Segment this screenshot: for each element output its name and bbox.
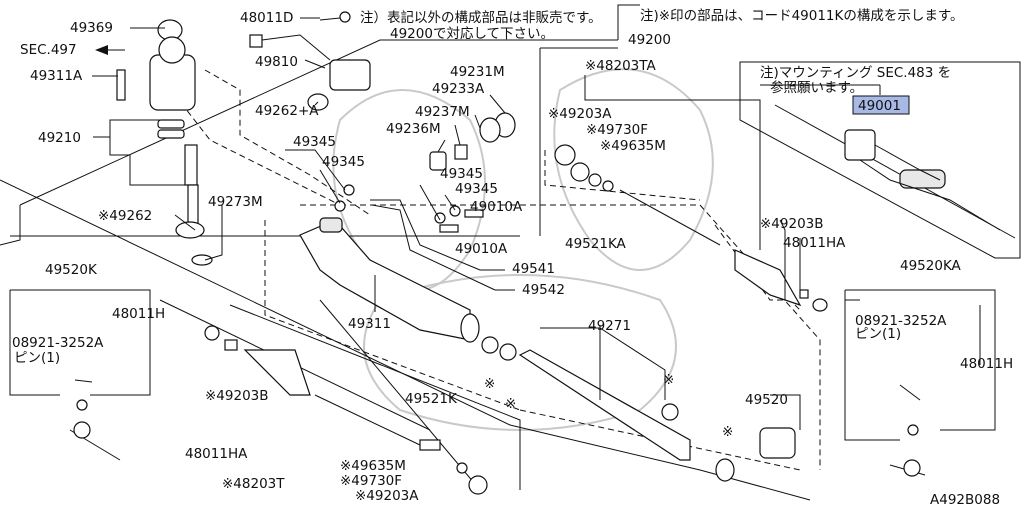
outline-lines xyxy=(0,4,1021,501)
label-49311: 49311 xyxy=(348,316,391,332)
label-49233a: 49233A xyxy=(432,81,485,97)
label-49231m: 49231M xyxy=(450,64,505,80)
label-49541: 49541 xyxy=(512,261,555,277)
label-49542: 49542 xyxy=(522,282,565,298)
note-top-right: 注)※印の部品は、コード49011Kの構成を示します。 xyxy=(640,8,964,24)
label-49345-b: 49345 xyxy=(322,154,365,170)
label-48011ha-a: 48011HA xyxy=(783,235,846,251)
label-49273m: 49273M xyxy=(208,194,263,210)
label-49521ka: 49521KA xyxy=(565,236,627,252)
label-48011ha-b: 48011HA xyxy=(185,446,248,462)
note-top-center-line1: 注）表記以外の構成部品は非販売です。 xyxy=(360,9,602,26)
note-mounting-line2: 参照願います。 xyxy=(770,79,863,96)
star-mark-4: ※ xyxy=(722,424,733,440)
highlight-49001 xyxy=(852,95,910,115)
watermark xyxy=(332,68,714,431)
label-49203b-a: ※49203B xyxy=(760,216,824,232)
label-48011d: 48011D xyxy=(240,10,293,26)
label-49730f-a: ※49730F xyxy=(586,122,648,138)
label-49810: 49810 xyxy=(255,54,298,70)
label-49203b-b: ※49203B xyxy=(205,388,269,404)
label-49237m: 49237M xyxy=(415,104,470,120)
label-49010a-b: 49010A xyxy=(455,241,508,257)
label-49520k: 49520K xyxy=(45,262,98,278)
label-49271: 49271 xyxy=(588,318,631,334)
label-49345-c: 49345 xyxy=(440,166,483,182)
star-mark-3: ※ xyxy=(663,372,674,388)
figure-code: A492B088 xyxy=(930,492,1000,508)
star-mark-1: ※ xyxy=(484,376,495,392)
label-08921-b: 08921-3252A xyxy=(12,335,104,351)
label-49369: 49369 xyxy=(70,20,113,36)
label-49311a: 49311A xyxy=(30,68,83,84)
note-mounting-line1: 注)マウンティング SEC.483 を xyxy=(760,65,951,81)
label-pin-b: ピン(1) xyxy=(14,350,60,366)
label-49200: 49200 xyxy=(628,32,671,48)
part-shapes xyxy=(69,11,1016,495)
label-49345-a: 49345 xyxy=(293,134,336,150)
label-49001: 49001 xyxy=(858,98,901,114)
label-48011h-a: 48011H xyxy=(960,356,1013,372)
label-49236m: 49236M xyxy=(386,121,441,137)
label-48203t: ※48203T xyxy=(222,476,285,492)
label-49203a-b: ※49203A xyxy=(355,488,419,504)
label-49345-d: 49345 xyxy=(455,181,498,197)
label-49262a: 49262+A xyxy=(255,103,319,119)
label-pin-a: ピン(1) xyxy=(855,326,901,342)
label-49262: ※49262 xyxy=(98,208,152,224)
note-top-center-line2: 49200で対応して下さい。 xyxy=(390,26,554,42)
arrow-left-icon xyxy=(95,45,108,55)
star-mark-2: ※ xyxy=(505,396,516,412)
label-48011h-b: 48011H xyxy=(112,306,165,322)
label-sec-497: SEC.497 xyxy=(20,42,77,58)
label-49520ka: 49520KA xyxy=(900,258,962,274)
label-48203ta: ※48203TA xyxy=(585,58,656,74)
label-49203a-a: ※49203A xyxy=(548,106,612,122)
label-49520: 49520 xyxy=(745,392,788,408)
notes: 注）表記以外の構成部品は非販売です。 49200で対応して下さい。 注)※印の部… xyxy=(360,8,1000,508)
label-08921-a: 08921-3252A xyxy=(855,313,947,329)
label-49210: 49210 xyxy=(38,130,81,146)
label-49521k: 49521K xyxy=(405,391,458,407)
label-49635m-a: ※49635M xyxy=(600,138,666,154)
label-49730f-b: ※49730F xyxy=(340,473,402,489)
label-49010a-a: 49010A xyxy=(470,199,523,215)
part-labels: 49369 SEC.497 49311A 49210 ※49262 49273M… xyxy=(12,10,1013,504)
label-49635m-b: ※49635M xyxy=(340,458,406,474)
